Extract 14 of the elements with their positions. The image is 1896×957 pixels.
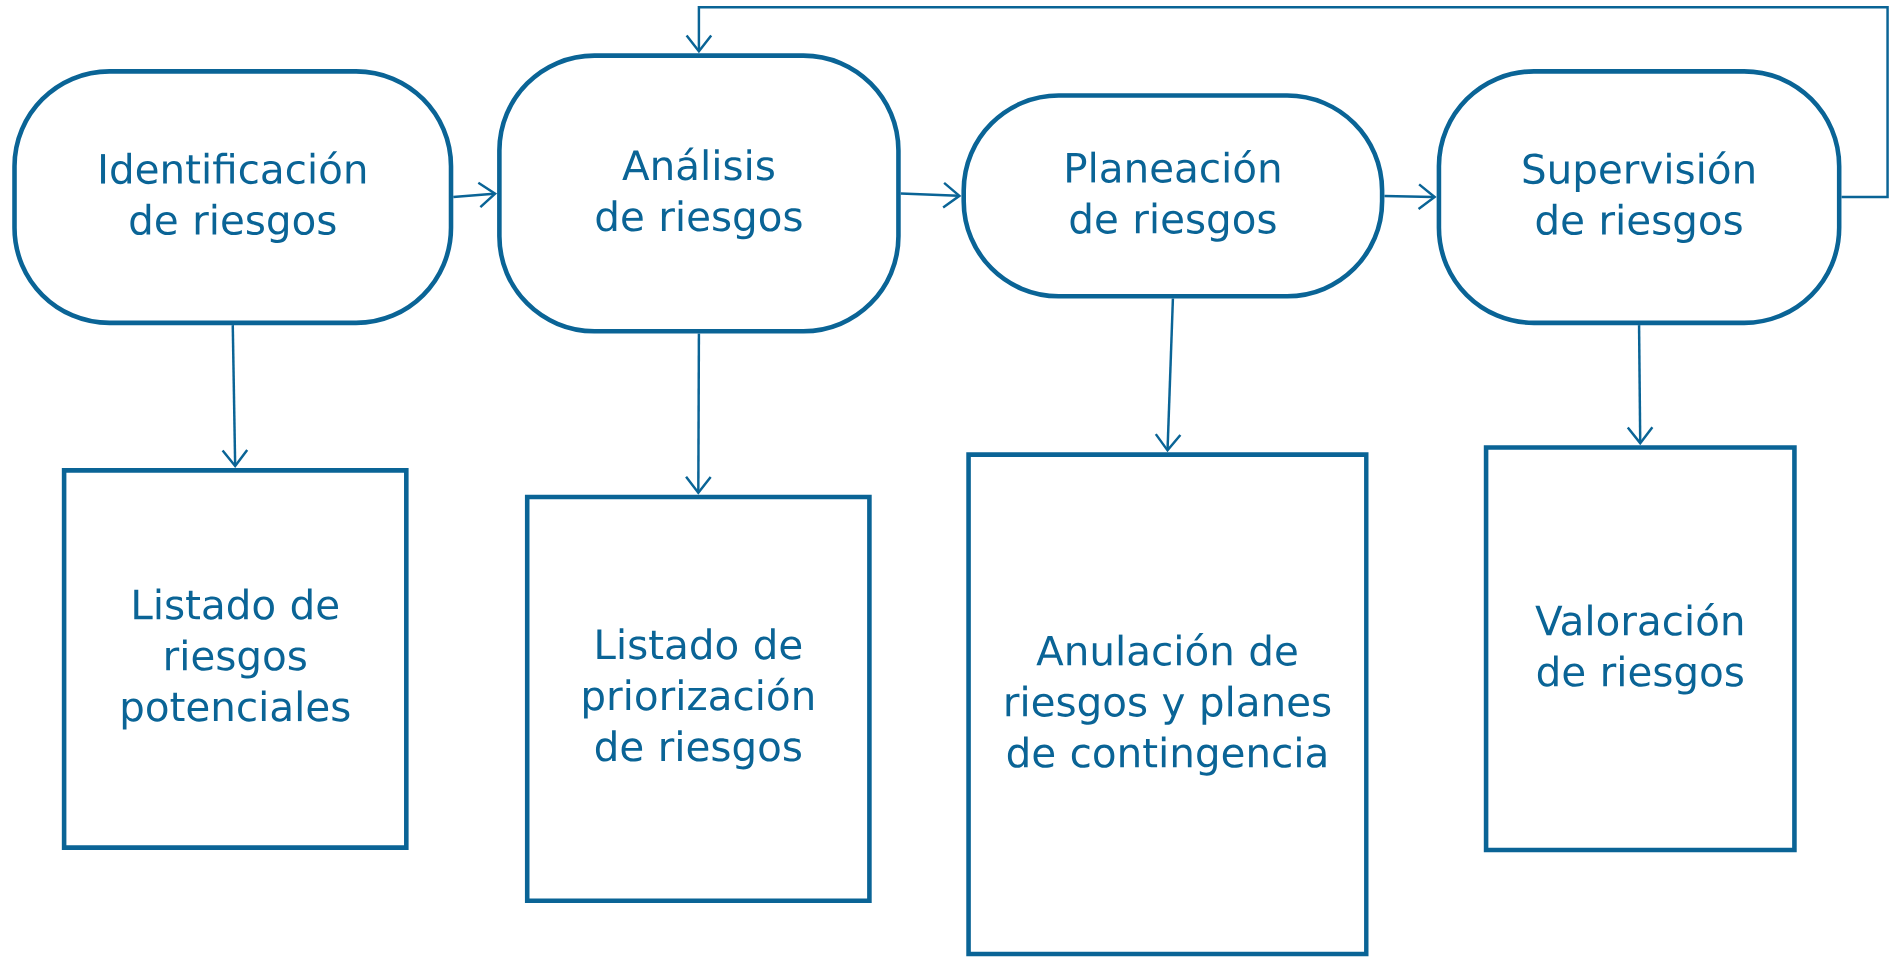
process-stadium: Supervisión de riesgos: [1436, 69, 1842, 326]
arrow: [685, 6, 1889, 199]
process-stadium: Análisis de riesgos: [497, 53, 901, 334]
arrow: [685, 333, 712, 495]
output-box: Listado de riesgos potenciales: [61, 468, 409, 850]
arrow: [1626, 325, 1654, 446]
output-box: Valoración de riesgos: [1483, 445, 1797, 853]
arrow: [900, 181, 962, 209]
process-stadium: Identificación de riesgos: [12, 69, 454, 326]
output-box: Listado de priorización de riesgos: [524, 494, 872, 904]
arrow: [221, 325, 249, 469]
arrow: [1154, 298, 1182, 453]
process-stadium: Planeación de riesgos: [961, 93, 1385, 299]
output-box: Anulación de riesgos y planes de contingencia: [966, 452, 1369, 957]
